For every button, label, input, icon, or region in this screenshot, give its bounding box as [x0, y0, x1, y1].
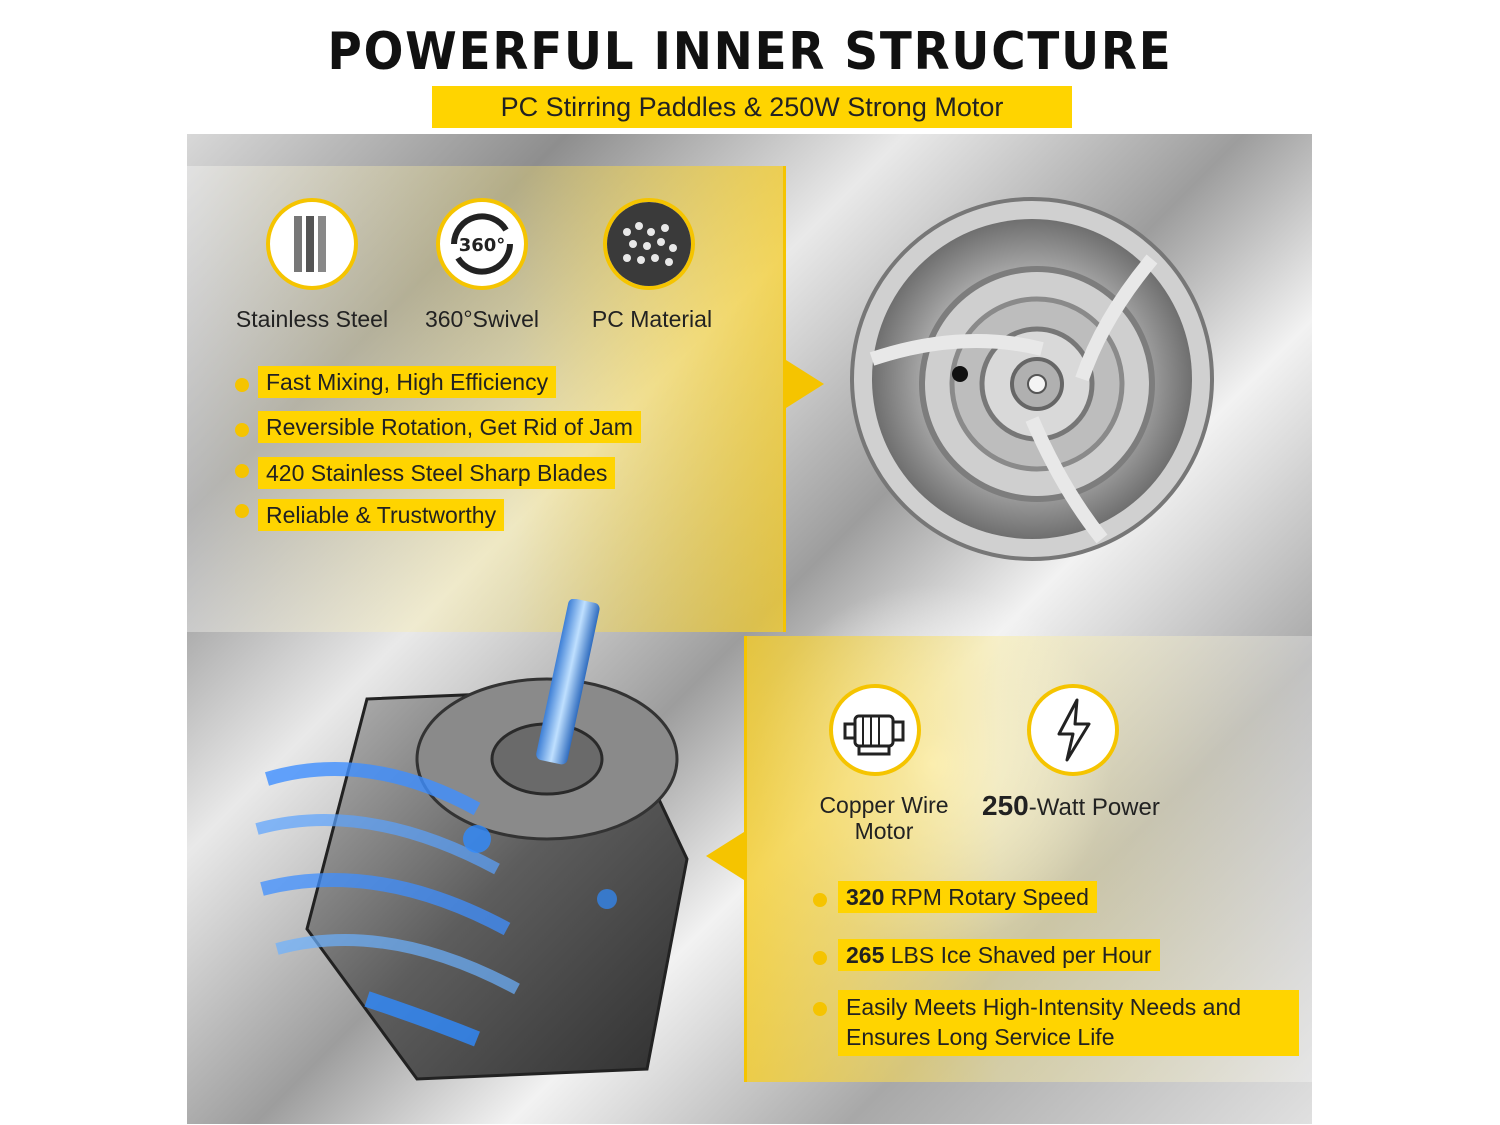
power-suffix: -Watt Power — [1028, 794, 1160, 821]
spec-text: LBS Ice Shaved per Hour — [884, 942, 1152, 968]
feature-label: PC Material — [591, 306, 713, 332]
feature-bullet: Reversible Rotation, Get Rid of Jam — [258, 411, 641, 443]
bullet-dot — [235, 504, 249, 518]
bullet-dot — [235, 464, 249, 478]
power-value: 250 — [982, 790, 1029, 821]
page-title: POWERFUL INNER STRUCTURE — [327, 22, 1173, 82]
feature-bullet: 420 Stainless Steel Sharp Blades — [258, 457, 616, 489]
bullet-dot — [235, 423, 249, 437]
divider-line — [783, 166, 786, 632]
feature-bullet: Fast Mixing, High Efficiency — [258, 366, 557, 398]
bullet-dot — [813, 951, 827, 965]
blade-disc-image — [850, 197, 1214, 561]
spec-bullet: Easily Meets High-Intensity Needs and En… — [838, 990, 1299, 1056]
feature-label: Copper Wire Motor — [799, 792, 969, 844]
stainless-steel-icon — [266, 198, 358, 290]
pointer-arrow-left — [706, 832, 744, 880]
feature-label-line1: Copper Wire — [819, 792, 949, 818]
copper-motor-icon — [829, 684, 921, 776]
product-panel: Stainless Steel 360° 360°Swivel PC Mater… — [187, 134, 1312, 1124]
feature-label: 360°Swivel — [424, 306, 540, 332]
spec-bullet: 265 LBS Ice Shaved per Hour — [838, 939, 1160, 971]
power-stat: 250-Watt Power — [982, 790, 1160, 822]
spec-value: 265 — [846, 942, 885, 968]
feature-label-line2: Motor — [854, 818, 914, 844]
swivel-360-icon: 360° — [436, 198, 528, 290]
divider-line — [744, 636, 747, 1082]
spec-text: RPM Rotary Speed — [884, 884, 1089, 910]
lightning-icon — [1027, 684, 1119, 776]
feature-label: Stainless Steel — [235, 306, 389, 332]
swivel-360-text: 360° — [459, 235, 506, 256]
motor-image — [255, 599, 689, 1081]
spec-value: 320 — [846, 884, 885, 910]
subtitle-banner: PC Stirring Paddles & 250W Strong Motor — [432, 86, 1072, 128]
feature-bullet: Reliable & Trustworthy — [258, 499, 505, 531]
bullet-dot — [813, 1002, 827, 1016]
spec-text: Easily Meets High-Intensity Needs and En… — [846, 994, 1242, 1050]
spec-bullet: 320 RPM Rotary Speed — [838, 881, 1097, 913]
pointer-arrow-right — [786, 360, 824, 408]
bullet-dot — [813, 893, 827, 907]
bullet-dot — [235, 378, 249, 392]
pc-pellets-icon — [603, 198, 695, 290]
